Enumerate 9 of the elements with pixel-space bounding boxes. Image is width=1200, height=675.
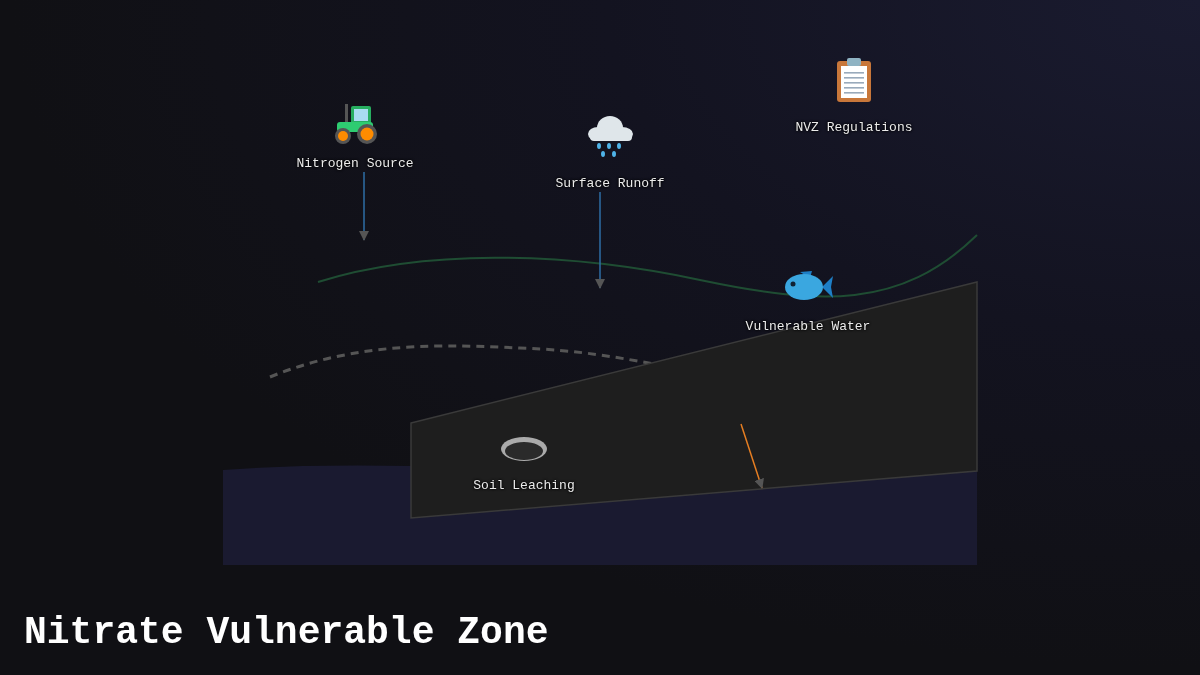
arrow xyxy=(595,191,605,289)
node-label: Vulnerable Water xyxy=(745,319,871,335)
arrow xyxy=(740,423,764,489)
node-label: Surface Runoff xyxy=(555,176,665,192)
node-label: Soil Leaching xyxy=(473,478,575,494)
arrow xyxy=(359,171,369,241)
title: Nitrate Vulnerable Zone xyxy=(24,610,549,656)
node-label: Nitrogen Source xyxy=(296,156,414,172)
node-label: NVZ Regulations xyxy=(795,120,913,136)
